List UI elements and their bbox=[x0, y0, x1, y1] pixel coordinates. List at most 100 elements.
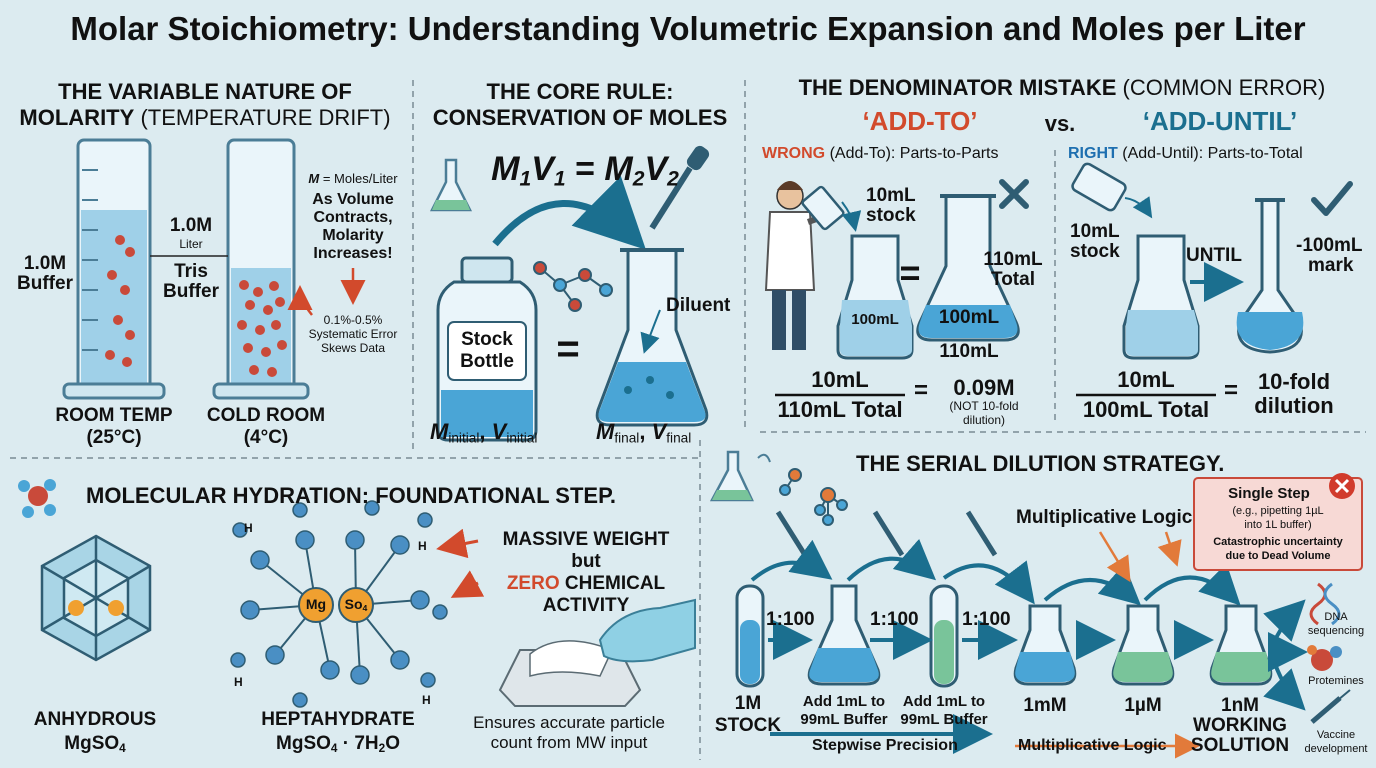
dna-label-line2: sequencing bbox=[1307, 625, 1365, 637]
error-line-3: Skews Data bbox=[320, 341, 386, 355]
sulfate-label: So4 bbox=[344, 596, 368, 614]
note-line-4: Increases! bbox=[313, 245, 393, 262]
pouring-beaker bbox=[801, 185, 862, 232]
pipette-icon bbox=[649, 145, 710, 230]
zero-chemical-label: ZERO CHEMICAL bbox=[506, 573, 666, 594]
until-label: UNTIL bbox=[1186, 245, 1242, 266]
tris-buffer-label: Buffer bbox=[163, 281, 219, 302]
add-step-a-line1: Add 1mL to bbox=[802, 693, 886, 710]
room-temp-label: ROOM TEMP bbox=[55, 405, 173, 426]
add-until-label: ‘ADD-UNTIL’ bbox=[1142, 106, 1298, 136]
dna-label-line1: DNA bbox=[1324, 611, 1348, 623]
erlenmeyer-flask bbox=[595, 248, 709, 427]
panel5-heading: THE SERIAL DILUTION STRATEGY. bbox=[856, 451, 1225, 476]
serial-flask-icon bbox=[709, 450, 771, 502]
vaccine-label-line1: Vaccine bbox=[1316, 729, 1356, 741]
activity-label: ACTIVITY bbox=[542, 595, 630, 616]
stock-bottle-label-1: Stock bbox=[461, 329, 513, 350]
right-stock-label: stock bbox=[1070, 241, 1120, 262]
note-line-2: Contracts, bbox=[313, 209, 393, 226]
page-title: Molar Stoichiometry: Understanding Volum… bbox=[70, 10, 1306, 47]
wrong-total-below: 110mL bbox=[939, 341, 999, 362]
stock-bottle bbox=[436, 256, 538, 442]
ratio-label-1: 1:100 bbox=[766, 609, 815, 630]
micromolar-label: 1µM bbox=[1124, 695, 1162, 716]
wrong-denominator: 110mL Total bbox=[777, 397, 903, 422]
right-subheading: RIGHT (Add-Until): Parts-to-Total bbox=[1068, 145, 1303, 162]
wrong-beaker-volume: 100mL bbox=[851, 311, 899, 328]
ratio-label-3: 1:100 bbox=[962, 609, 1011, 630]
multiplicative-logic-top: Multiplicative Logic bbox=[1016, 507, 1193, 528]
single-step-line1: (e.g., pipetting 1µL bbox=[1232, 505, 1324, 517]
single-step-line2: into 1L buffer) bbox=[1244, 519, 1312, 531]
ensures-line1: Ensures accurate particle bbox=[473, 713, 665, 732]
wrong-flask bbox=[916, 194, 1020, 342]
single-step-title: Single Step bbox=[1228, 485, 1310, 502]
multiplicative-logic-bottom: Multiplicative Logic bbox=[1018, 737, 1167, 754]
magnesium-label: Mg bbox=[305, 596, 327, 612]
panel2-heading-line1: THE CORE RULE: bbox=[486, 79, 674, 104]
stepwise-precision-label: Stepwise Precision bbox=[812, 737, 958, 754]
error-line-1: 0.1%-0.5% bbox=[323, 313, 383, 327]
cold-room-value: (4°C) bbox=[243, 427, 289, 448]
cold-room-label: COLD ROOM bbox=[206, 405, 326, 426]
heptahydrate-formula: MgSO4 · 7H2O bbox=[276, 733, 400, 755]
vaccine-label-line2: development bbox=[1304, 743, 1368, 755]
wrong-note-line1: (NOT 10-fold bbox=[949, 399, 1019, 413]
hydrogen-label: H bbox=[422, 693, 431, 707]
room-temp-cylinder bbox=[62, 138, 166, 400]
weigh-boat-and-glove bbox=[498, 598, 696, 707]
heptahydrate-molecule bbox=[230, 500, 485, 708]
panel4-heading: MOLECULAR HYDRATION: FOUNDATIONAL STEP. bbox=[86, 483, 617, 508]
nanomolar-label: 1nM bbox=[1221, 695, 1259, 716]
check-icon bbox=[1311, 181, 1353, 216]
ratio-label-2: 1:100 bbox=[870, 609, 919, 630]
small-flask-icon bbox=[429, 158, 473, 212]
wrong-stock-label: stock bbox=[866, 205, 916, 226]
scientist-figure bbox=[764, 181, 838, 350]
orange-pointer-arrows bbox=[1015, 531, 1200, 759]
hydrogen-label: H bbox=[234, 675, 243, 689]
diluent-label: Diluent bbox=[666, 295, 731, 316]
anhydrous-crystal bbox=[40, 534, 152, 662]
stock-bottle-label-2: Bottle bbox=[460, 351, 514, 372]
serial-test-tubes bbox=[735, 584, 959, 688]
wrong-equals: = bbox=[899, 252, 921, 293]
single-step-box bbox=[1193, 473, 1363, 571]
stock-label: STOCK bbox=[714, 715, 782, 736]
wrong-x-icon bbox=[999, 179, 1029, 209]
serial-flasks bbox=[807, 584, 1273, 686]
wrong-note-line2: dilution) bbox=[962, 413, 1006, 427]
wrong-numerator: 10mL bbox=[811, 367, 869, 392]
solution-label: SOLUTION bbox=[1190, 735, 1290, 756]
millimolar-label: 1mM bbox=[1023, 695, 1067, 716]
working-label: WORKING bbox=[1193, 715, 1287, 736]
right-mark-volume: -100mL bbox=[1296, 235, 1363, 256]
hydration-molecule-icon bbox=[18, 479, 56, 518]
wrong-result: 0.09M bbox=[953, 375, 1015, 400]
wrong-flask-volume: 100mL bbox=[938, 307, 1000, 328]
versus-label: vs. bbox=[1044, 111, 1076, 136]
wrong-beaker bbox=[836, 234, 914, 360]
serial-pipettes bbox=[775, 510, 998, 557]
molarity-formula-note: M = Moles/Liter bbox=[308, 171, 398, 186]
final-label: Mfinal, Vfinal bbox=[596, 419, 692, 446]
panel2-heading-line2: CONSERVATION OF MOLES bbox=[432, 105, 728, 130]
wrong-fraction-equals: = bbox=[914, 377, 929, 404]
wrong-total-label: Total bbox=[991, 269, 1035, 290]
panel1-heading-line1: THE VARIABLE NATURE OF bbox=[58, 79, 352, 104]
application-icons bbox=[1307, 582, 1351, 724]
note-line-1: As Volume bbox=[312, 191, 394, 208]
hydrogen-label: H bbox=[244, 521, 253, 535]
room-temp-value: (25°C) bbox=[86, 427, 142, 448]
initial-label: Minitial, Vinitial bbox=[430, 419, 538, 446]
massive-weight-label: MASSIVE WEIGHT bbox=[502, 529, 670, 550]
equals-sign: = bbox=[556, 327, 580, 371]
right-result-line1: 10-fold bbox=[1257, 369, 1331, 394]
cold-room-cylinder bbox=[150, 138, 366, 400]
hydrogen-label: H bbox=[418, 539, 427, 553]
add-step-b-line2: 99mL Buffer bbox=[900, 711, 988, 728]
error-line-2: Systematic Error bbox=[308, 327, 398, 341]
serial-arrows bbox=[750, 538, 1308, 754]
